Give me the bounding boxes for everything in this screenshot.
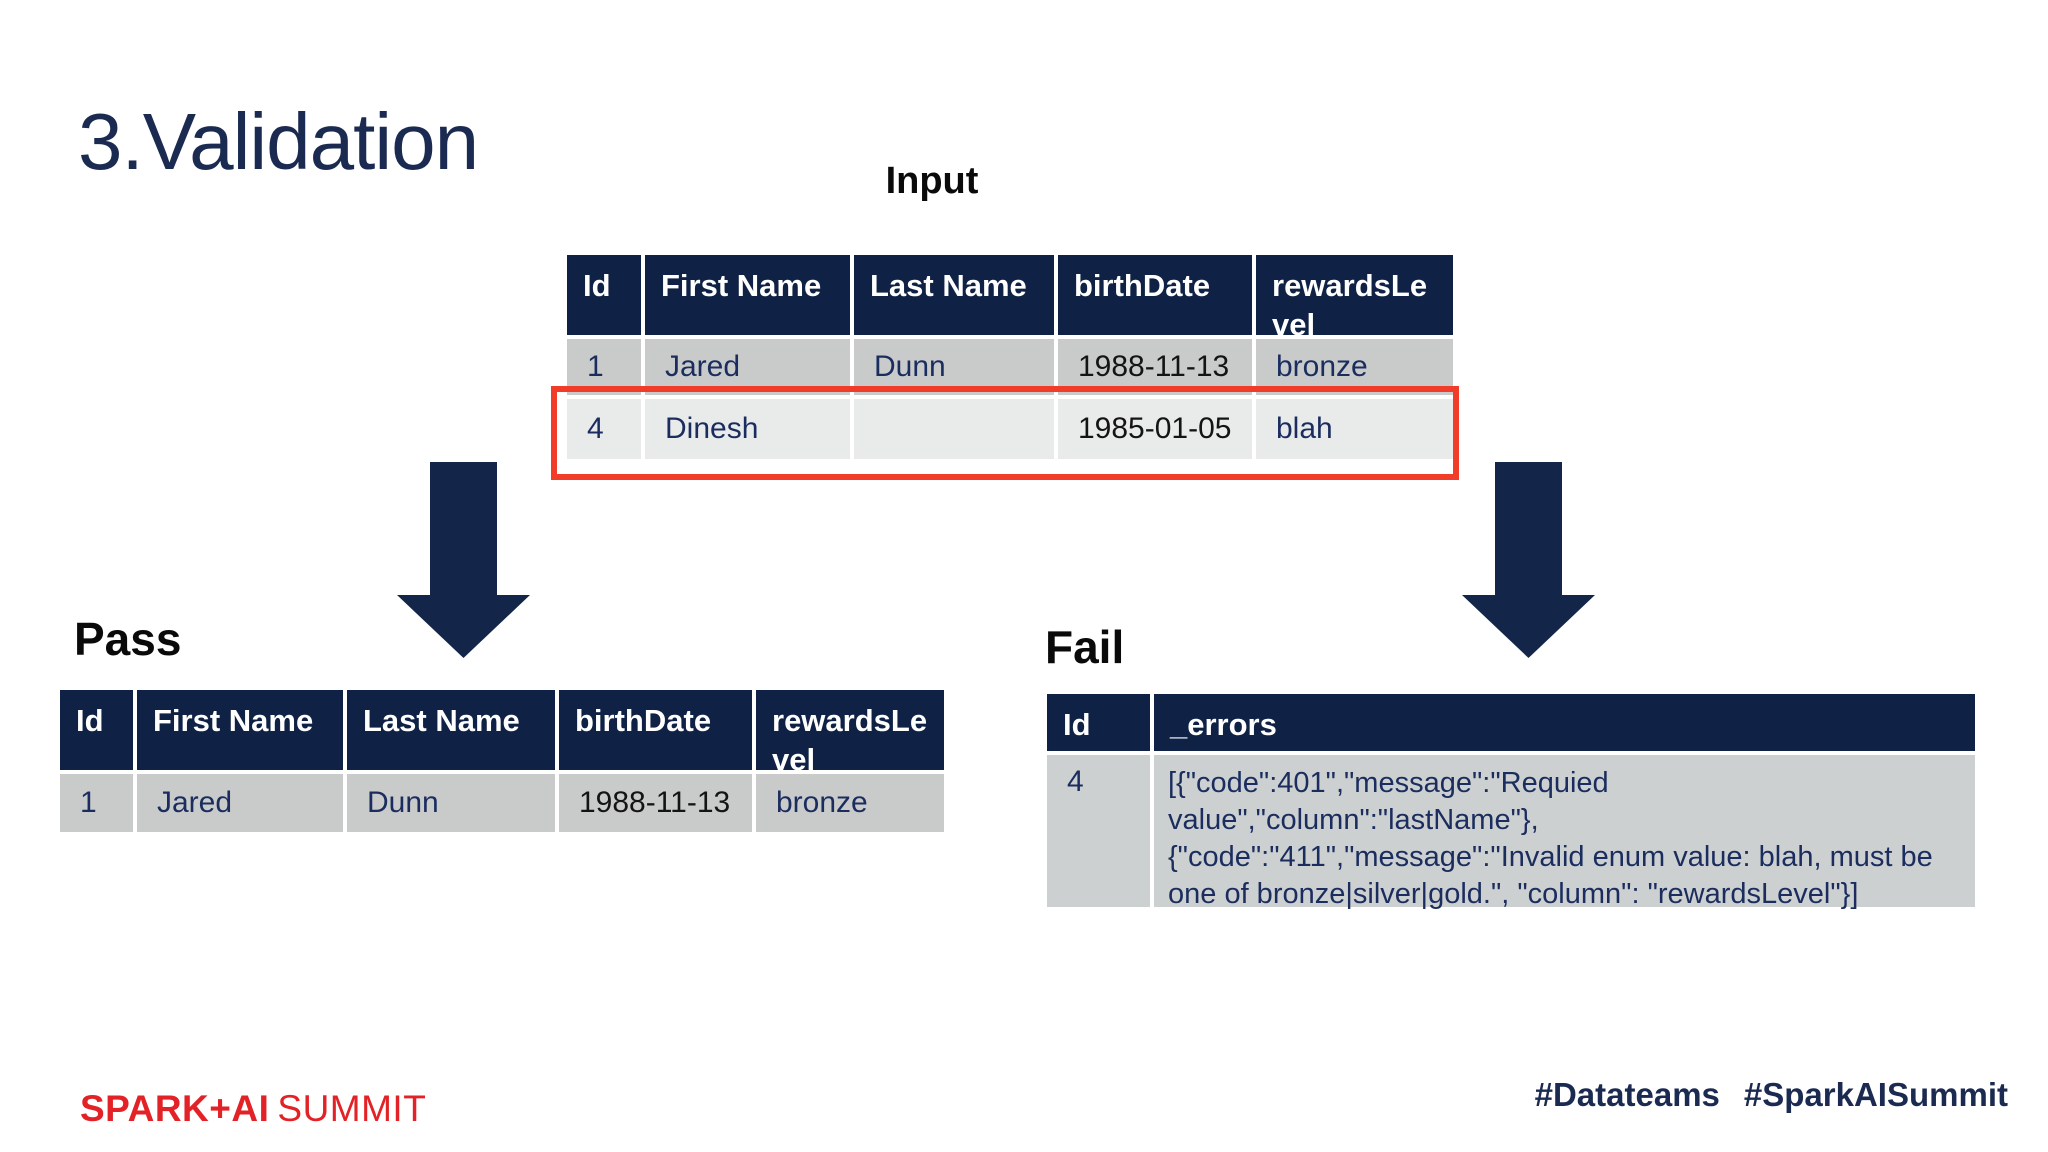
- arrow-down-left-icon: [397, 462, 530, 658]
- input-table-title: Input: [885, 160, 979, 202]
- table-cell: 4: [567, 399, 641, 459]
- table-cell: blah: [1256, 399, 1453, 459]
- table-header-cell: First Name: [645, 255, 850, 335]
- table-cell: Jared: [645, 339, 850, 395]
- table-header-cell: rewardsLevel: [756, 690, 944, 777]
- table-cell: Dinesh: [645, 399, 850, 459]
- pass-table: Id First Name Last Name birthDate reward…: [60, 690, 944, 832]
- table-header-cell: Last Name: [347, 690, 555, 770]
- table-header-cell: Id: [1047, 694, 1150, 751]
- table-cell: 1: [60, 774, 133, 832]
- arrow-down-right-icon: [1462, 462, 1595, 658]
- table-cell: 1985-01-05: [1058, 399, 1252, 459]
- table-header-cell: _errors: [1154, 694, 1975, 751]
- pass-table-title: Pass: [74, 613, 182, 665]
- invalid-row-highlight: [551, 386, 1459, 480]
- footer-hashtags: #Datateams #SparkAISummit: [1535, 1076, 2008, 1114]
- logo-text-light: SUMMIT: [277, 1088, 427, 1129]
- errors-cell: [{"code":401","message":"Requied value",…: [1154, 755, 1975, 910]
- table-cell: 1: [567, 339, 641, 395]
- table-cell: 1988-11-13: [1058, 339, 1252, 395]
- table-cell: 1988-11-13: [559, 774, 752, 832]
- fail-table: Id _errors 4 [{"code":401","message":"Re…: [1047, 694, 1975, 910]
- table-cell: bronze: [756, 774, 944, 832]
- hashtag-sparkaisummit: #SparkAISummit: [1743, 1076, 2008, 1113]
- fail-table-title: Fail: [1045, 621, 1125, 673]
- table-header-cell: birthDate: [559, 690, 752, 770]
- table-cell: bronze: [1256, 339, 1453, 395]
- table-cell: Dunn: [347, 774, 555, 832]
- table-header-cell: First Name: [137, 690, 343, 770]
- page-title: 3.Validation: [78, 97, 479, 186]
- input-table: Id First Name Last Name birthDate reward…: [567, 255, 1453, 459]
- table-cell: Dunn: [854, 339, 1054, 395]
- table-cell: [854, 399, 1054, 459]
- table-header-cell: Id: [567, 255, 641, 335]
- table-header-cell: Id: [60, 690, 133, 770]
- table-header-cell: birthDate: [1058, 255, 1252, 335]
- table-header-cell: rewardsLevel: [1256, 255, 1453, 342]
- table-cell: 4: [1047, 755, 1150, 907]
- logo-text-bold: SPARK+AI: [80, 1088, 270, 1129]
- table-cell: Jared: [137, 774, 343, 832]
- table-header-cell: Last Name: [854, 255, 1054, 335]
- hashtag-datateams: #Datateams: [1534, 1076, 1720, 1113]
